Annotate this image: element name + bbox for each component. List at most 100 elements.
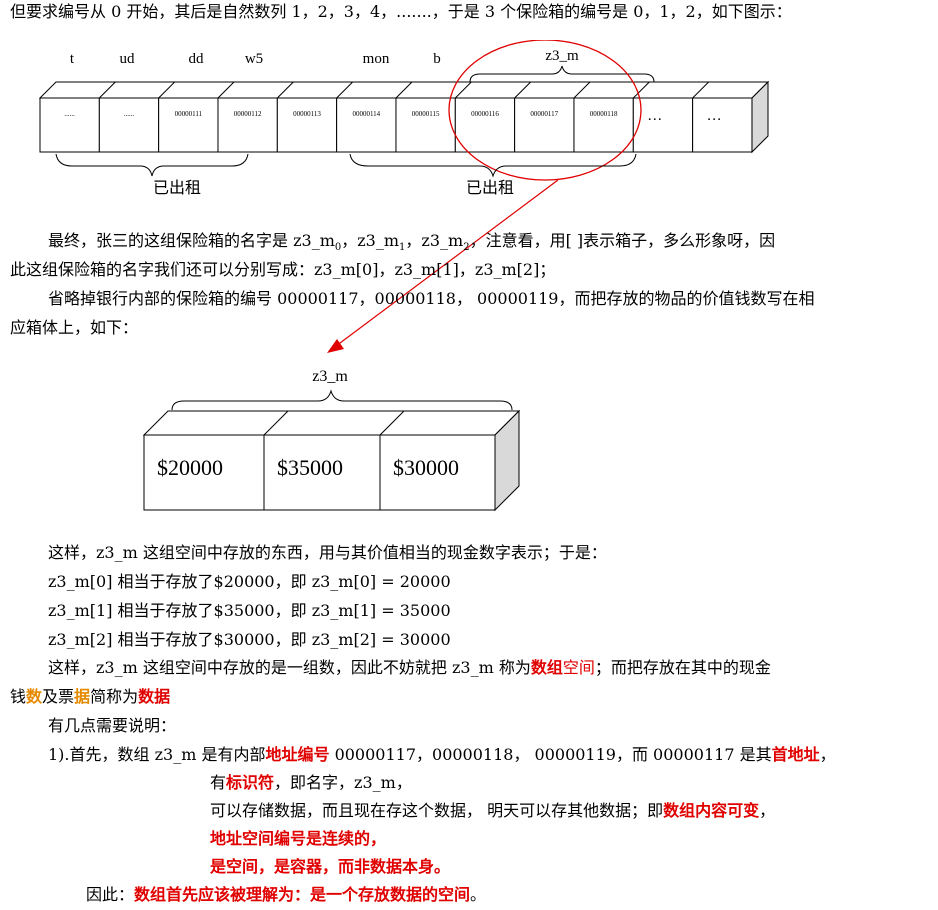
paragraph-1-text: 最终，张三的这组保险箱的名字是 z3_m [48, 231, 335, 250]
subscript: 2 [463, 242, 470, 254]
emphasis-text: 数据 [138, 687, 171, 706]
notes-title: 有几点需要说明： [48, 716, 177, 735]
box-top-label: ud [120, 51, 136, 67]
box-number: 00000114 [352, 110, 380, 118]
box-value: $30000 [393, 455, 459, 480]
safe-box-cell [276, 97, 338, 153]
paragraph-4: 这样，z3_m 这组空间中存放的是一组数，因此不妨就把 z3_m 称为数组空间；… [48, 658, 771, 678]
paragraph-4-cont: 钱数及票据简称为数据 [10, 687, 170, 707]
text-span: 简称为 [90, 687, 139, 706]
safe-box-cell [454, 97, 516, 153]
box-top-edge [573, 81, 591, 99]
text-span: 因此： [86, 885, 135, 904]
text-span: 可以存储数据，而且现在存这个数据， 明天可以存其他数据；即 [210, 801, 664, 820]
box-number: 00000111 [175, 110, 203, 118]
highlight-text: 数 [26, 687, 43, 706]
rented-brace-left [55, 153, 249, 177]
box-number: … [647, 108, 662, 124]
conclusion: 因此：数组首先应该被理解为：是一个存放数据的空间。 [86, 885, 486, 905]
text-span: 1).首先，数组 z3_m 是有内部 [48, 745, 266, 764]
text-span: 这样，z3_m 这组空间中存放的是一组数，因此不妨就把 z3_m 称为 [48, 658, 531, 677]
box-number: ...... [124, 110, 135, 118]
box-number: 00000115 [412, 110, 440, 118]
text-span: 。 [470, 885, 487, 904]
box-top-edge [632, 81, 650, 99]
emphasis-text: 数组内容可变 [663, 801, 760, 820]
paragraph-1: 最终，张三的这组保险箱的名字是 z3_m0，z3_m1，z3_m2，注意看，用[… [48, 231, 776, 254]
intro-text: 但要求编号从 0 开始，其后是自然数列 1，2，3，4，.......，于是 3… [10, 2, 792, 21]
safe-box-cell [692, 97, 753, 153]
subscript: 0 [334, 242, 342, 254]
array-box [143, 434, 265, 511]
group-brace [469, 65, 655, 83]
array-box [379, 434, 496, 511]
emphasis-text: 空间 [562, 658, 595, 677]
safe-box-cell [39, 97, 100, 153]
box-top-edge [692, 81, 709, 99]
note-1: 1).首先，数组 z3_m 是有内部地址编号 00000117，00000118… [48, 745, 836, 765]
text-span: 及票 [42, 687, 75, 706]
emphasis-text: 首地址 [771, 745, 820, 764]
box-top-label: w5 [245, 51, 263, 67]
group-label: z3_m [545, 48, 579, 64]
paragraph-2-cont: 应箱体上，如下： [10, 318, 139, 337]
text-span: 钱 [10, 687, 27, 706]
assignment-line: z3_m[2] 相当于存放了$30000，即 z3_m[2] = 30000 [48, 630, 451, 649]
text-span: ；而把存放在其中的现金 [594, 658, 771, 677]
note-5: 是空间，是容器，而非数据本身。 [210, 857, 451, 876]
emphasis-text: 地址编号 [265, 745, 330, 764]
box-value: $20000 [157, 455, 223, 480]
text-span: 00000117，00000118， 00000119，而 00000117 是… [329, 745, 772, 764]
box-top-edge [276, 81, 294, 99]
box-top-edge [454, 81, 472, 99]
box-number: … [707, 108, 722, 124]
box-top-edge [336, 81, 354, 99]
emphasis-text: 标识符 [226, 773, 275, 792]
box-top-edge [158, 81, 176, 99]
box-top-label: mon [363, 51, 390, 67]
array-boxes-diagram: z3_m 0 1 2 $20000 $35000 $30000 [142, 368, 521, 512]
note-2: 有标识符，即名字，z3_m， [210, 773, 412, 793]
note-3: 可以存储数据，而且现在存这个数据， 明天可以存其他数据；即数组内容可变， [210, 801, 775, 821]
rented-label: 已出租 [466, 178, 515, 197]
safe-boxes-diagram: t ud dd w5 mon b z3_m 0 1 2 ............… [38, 40, 770, 181]
box-number: 00000116 [471, 110, 499, 118]
box-number: ...... [64, 110, 75, 118]
group-brace [171, 389, 513, 411]
box-top-edge [217, 81, 235, 99]
text-span: ，即名字，z3_m， [274, 773, 412, 792]
highlight-text: 据 [74, 687, 91, 706]
safe-box-cell [217, 97, 278, 153]
safe-box-cell [158, 97, 219, 153]
paragraph-1-cont: 此这组保险箱的名字我们还可以分别写成：z3_m[0]，z3_m[1]，z3_m[… [10, 260, 556, 279]
safe-box-cell [514, 97, 575, 153]
text-span: 有 [210, 773, 227, 792]
box-top-label: t [70, 51, 75, 67]
safe-box-cell [395, 97, 456, 153]
box-top-edge [98, 81, 116, 99]
array-box [263, 434, 381, 511]
text-span: ， [819, 745, 836, 764]
box-top-label: b [433, 51, 441, 67]
safe-box-cell [336, 97, 397, 153]
safe-box-cell [98, 97, 160, 153]
emphasis-text: 数组 [530, 658, 563, 677]
text-span: ， [759, 801, 776, 820]
assignment-line: z3_m[1] 相当于存放了$35000，即 z3_m[1] = 35000 [48, 601, 451, 620]
box-top-edge [514, 81, 531, 99]
emphasis-text: 数组首先应该被理解为：是一个存放数据的空间 [134, 885, 471, 904]
subscript: 1 [399, 242, 406, 254]
safe-box-cell [573, 97, 634, 153]
box-number: 00000113 [293, 110, 321, 118]
box-number: 00000112 [234, 110, 262, 118]
box-top-edge [395, 81, 413, 99]
box-number: 00000117 [530, 110, 558, 118]
rented-brace-right [349, 153, 637, 178]
group-label: z3_m [312, 368, 348, 385]
assignment-line: z3_m[0] 相当于存放了$20000，即 z3_m[0] = 20000 [48, 572, 451, 591]
paragraph-3: 这样，z3_m 这组空间中存放的东西，用与其价值相当的现金数字表示；于是： [48, 543, 607, 562]
box-number: 00000118 [590, 110, 618, 118]
box-value: $35000 [277, 455, 343, 480]
note-4: 地址空间编号是连续的， [210, 829, 387, 848]
box-top-label: dd [189, 51, 205, 67]
